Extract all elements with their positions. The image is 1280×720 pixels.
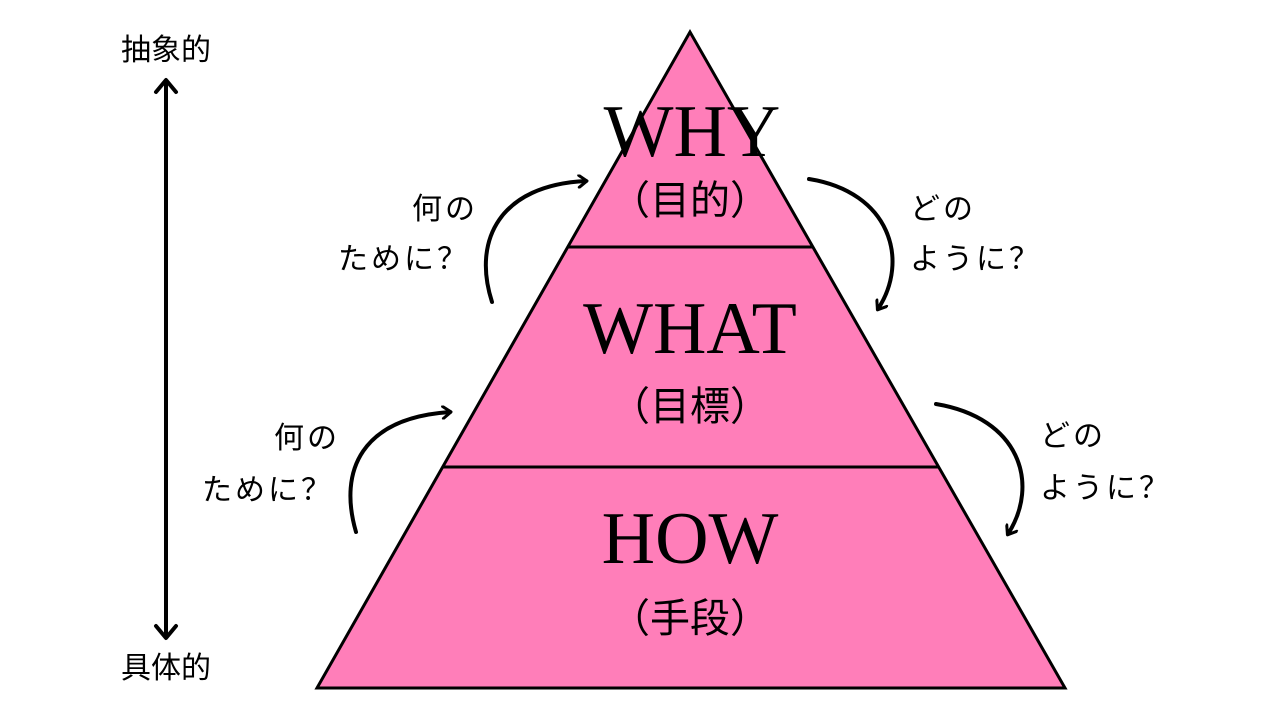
left-upper-question-line1: 何の [412, 192, 478, 227]
right-lower-curved-arrow [934, 402, 1025, 534]
axis-down-arrowhead [154, 624, 178, 640]
axis-bottom-label: 具体的 [121, 651, 211, 686]
level-how-title: HOW [602, 498, 779, 580]
pyramid-shape [314, 28, 1068, 690]
right-lower-question-line2: ように？ [1040, 471, 1172, 506]
level-how-subtitle: （手段） [610, 596, 770, 642]
axis-top-label: 抽象的 [121, 33, 211, 68]
level-what-subtitle: （目標） [610, 384, 770, 430]
axis-up-arrowhead [154, 78, 178, 94]
level-why-title: WHY [604, 91, 781, 173]
right-lower-question-line1: どの [1040, 419, 1106, 454]
right-upper-question-line1: どの [910, 192, 976, 227]
level-what-title: WHAT [583, 288, 797, 370]
right-upper-curved-arrow [807, 177, 895, 309]
right-upper-question-line2: ように？ [910, 242, 1042, 277]
left-upper-curved-arrow [483, 181, 586, 304]
left-lower-curved-arrow [348, 412, 450, 534]
left-upper-question-line2: ために？ [338, 242, 470, 277]
left-lower-question-line2: ために？ [202, 473, 334, 508]
level-why-subtitle: （目的） [610, 178, 770, 224]
left-lower-question-line1: 何の [274, 421, 340, 456]
